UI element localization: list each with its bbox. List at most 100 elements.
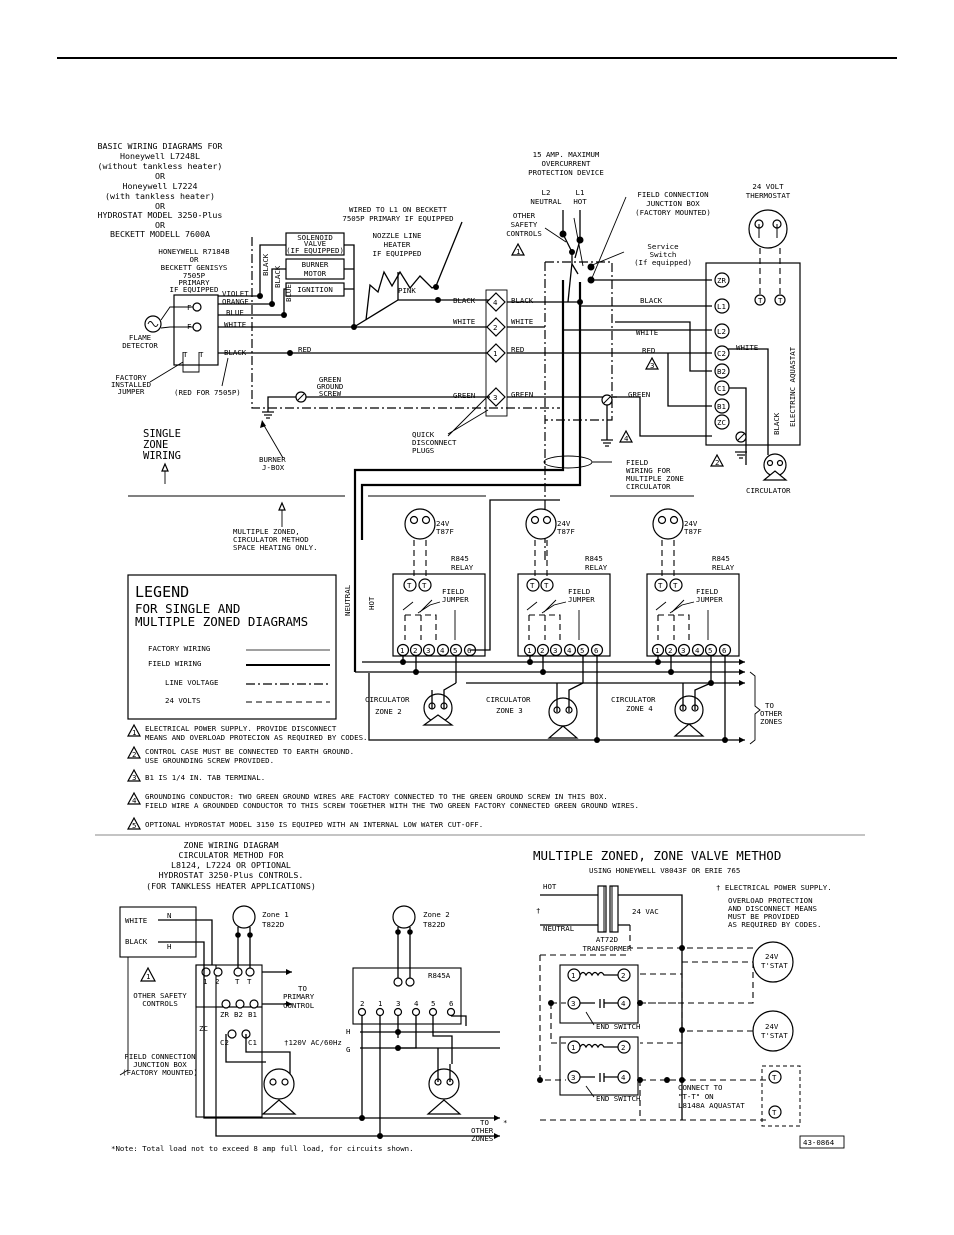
svg-text:FIELD: FIELD (696, 587, 718, 596)
t87f-thermostat (404, 508, 436, 540)
svg-text:RELAY: RELAY (585, 563, 608, 572)
svg-text:1: 1 (400, 646, 404, 655)
junction-dot (679, 1027, 685, 1033)
red-wire-label: RED (642, 346, 655, 355)
svg-text:PRIMARY: PRIMARY (178, 278, 210, 287)
svg-text:2: 2 (413, 646, 417, 655)
green-wire-label: GREEN (628, 390, 650, 399)
coil-icon (579, 971, 618, 977)
aquastat-label: ELECTRINC AQUASTAT (788, 346, 797, 427)
svg-text:OVERLOAD PROTECTION: OVERLOAD PROTECTION (728, 896, 813, 905)
svg-text:IGNITION: IGNITION (297, 285, 333, 294)
svg-text:T: T (758, 296, 763, 305)
zone-footnote: *Note: Total load not to exceed 8 amp fu… (111, 1144, 414, 1153)
svg-text:FLAME: FLAME (129, 333, 151, 342)
svg-text:4: 4 (567, 646, 572, 655)
svg-text:C1: C1 (717, 384, 726, 393)
svg-text:FACTORY: FACTORY (115, 373, 147, 382)
svg-text:T'STAT: T'STAT (761, 1031, 788, 1040)
end-switch-label: END SWITCH (596, 1094, 641, 1103)
terminal (405, 977, 415, 987)
title-line: OR (155, 220, 165, 230)
junction-dot (395, 929, 401, 935)
svg-text:1: 1 (493, 349, 497, 358)
to-other-zones-label: TO OTHER ZONES * (471, 1118, 507, 1143)
flame-detector-icon (144, 315, 162, 333)
svg-text:IF EQUIPPED: IF EQUIPPED (170, 285, 219, 294)
plug-leaders (447, 397, 489, 437)
svg-text:FIELD: FIELD (626, 458, 648, 467)
junction-dot (351, 324, 357, 330)
vac-label: 24 VAC (632, 907, 659, 916)
svg-text:L1: L1 (717, 302, 726, 311)
svg-text:2: 2 (360, 999, 364, 1008)
svg-text:HOT: HOT (573, 197, 587, 206)
svg-text:4: 4 (132, 796, 137, 805)
red-7505p-leader (221, 357, 229, 387)
svg-text:C1: C1 (248, 1038, 257, 1047)
flame-detector-leads (160, 306, 193, 329)
legend-item-line-voltage: LINE VOLTAGE (165, 678, 218, 687)
svg-text:T: T (658, 581, 663, 590)
svg-text:2: 2 (621, 971, 625, 980)
svg-text:T: T (778, 296, 783, 305)
arrow-icon (161, 462, 169, 472)
svg-text:5: 5 (453, 646, 457, 655)
terminal (213, 967, 223, 977)
svg-text:2: 2 (621, 1043, 625, 1052)
white-wire-label: WHITE (511, 317, 533, 326)
switch-contact (569, 249, 575, 255)
f-terminal (192, 302, 202, 312)
svg-text:THERMOSTAT: THERMOSTAT (746, 191, 791, 200)
l2-neutral-label: L2 NEUTRAL (530, 188, 562, 206)
zone1-label: T822D (262, 920, 284, 929)
ground-symbol-icon (262, 411, 274, 419)
svg-text:R845: R845 (712, 554, 730, 563)
h-label: H (167, 942, 171, 951)
svg-text:2: 2 (668, 646, 672, 655)
svg-text:3: 3 (426, 646, 430, 655)
svg-text:B1: B1 (717, 402, 726, 411)
svg-text:B1 IS 1/4 IN. TAB TERMINAL.: B1 IS 1/4 IN. TAB TERMINAL. (145, 773, 265, 782)
aquastat-ground-screw-icon (735, 431, 747, 443)
svg-text:3: 3 (396, 999, 400, 1008)
green-ground-run (612, 396, 712, 437)
svg-text:PROTECTION DEVICE: PROTECTION DEVICE (528, 168, 604, 177)
aquastat-terminal-zc: ZC (714, 414, 730, 430)
svg-text:T: T (422, 581, 427, 590)
svg-text:MEANS AND OVERLOAD PROTECION A: MEANS AND OVERLOAD PROTECION AS REQUIRED… (145, 733, 367, 742)
junction-dot (577, 299, 583, 305)
factory-jumper-label: FACTORY INSTALLED JUMPER (111, 373, 151, 396)
terminal (393, 1007, 403, 1017)
svg-text:ELECTRICAL POWER SUPPLY. PROVI: ELECTRICAL POWER SUPPLY. PROVIDE DISCONN… (145, 724, 337, 733)
r845a-relay (352, 967, 462, 1025)
svg-text:ZONE 2: ZONE 2 (375, 707, 402, 716)
legend-item-24v: 24 VOLTS (165, 696, 201, 705)
zone1-thermostat (232, 905, 256, 929)
safety-switch (562, 233, 573, 283)
circulator-pump-icon (548, 697, 578, 727)
svg-text:"T-T" ON: "T-T" ON (678, 1092, 714, 1101)
arrow-icon (286, 1001, 292, 1007)
svg-text:ZONE WIRING DIAGRAM: ZONE WIRING DIAGRAM (184, 840, 279, 850)
blue-wire (218, 288, 286, 316)
svg-text:4: 4 (414, 999, 419, 1008)
junction-dot (269, 301, 275, 307)
legend-item-field: FIELD WIRING (148, 659, 201, 668)
svg-text:MOTOR: MOTOR (304, 269, 327, 278)
svg-text:NEUTRAL: NEUTRAL (530, 197, 562, 206)
black-wire-label: BLACK (261, 253, 270, 276)
valve-title: MULTIPLE ZONED, ZONE VALVE METHOD (533, 848, 781, 863)
terminal (235, 999, 245, 1009)
title-line: OR (155, 171, 165, 181)
svg-text:*: * (503, 1118, 507, 1127)
white-wire-label: WHITE (636, 328, 658, 337)
f-terminal (192, 322, 202, 332)
terminal (393, 977, 403, 987)
primary-control-label: HONEYWELL R7184B OR BECKETT GENISYS 7505… (158, 247, 230, 294)
thermostat-label: 24 VOLT THERMOSTAT (746, 182, 791, 200)
arrow-icon (739, 669, 745, 675)
svg-text:2: 2 (540, 646, 544, 655)
svg-text:L8148A AQUASTAT: L8148A AQUASTAT (678, 1101, 745, 1110)
svg-text:GREEN: GREEN (319, 375, 341, 384)
